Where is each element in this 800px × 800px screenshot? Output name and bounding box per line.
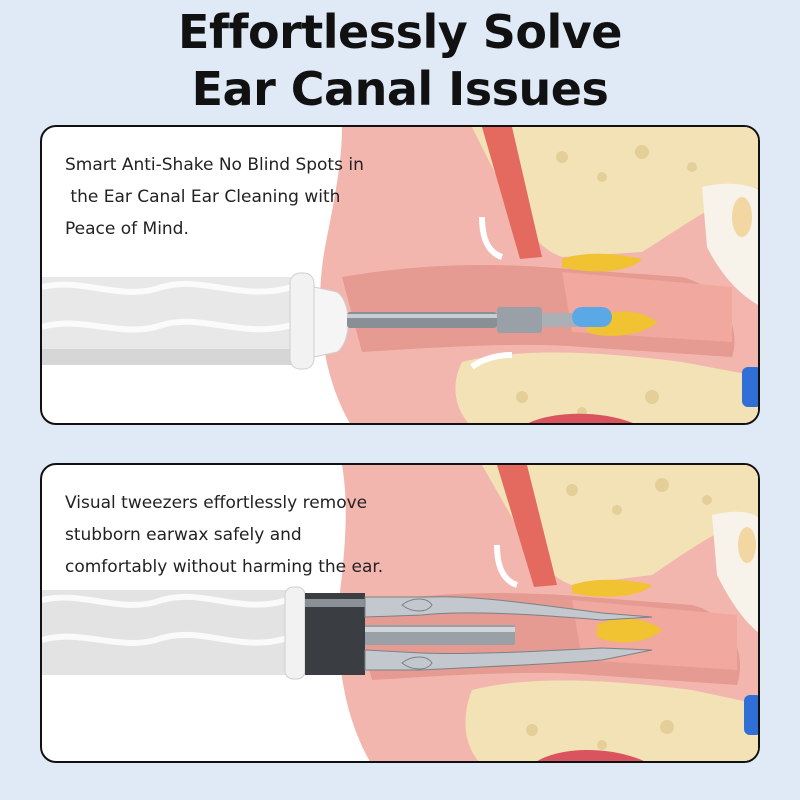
caption-line-3: Peace of Mind. xyxy=(65,219,189,239)
panel-caption: Smart Anti-Shake No Blind Spots in the E… xyxy=(65,149,364,245)
ear-canal-tweezers-illustration xyxy=(42,465,758,761)
headline-line-2: Ear Canal Issues xyxy=(191,62,609,116)
feature-panel-anti-shake: Smart Anti-Shake No Blind Spots in the E… xyxy=(40,125,760,425)
caption-line-1: Visual tweezers effortlessly remove xyxy=(65,493,368,513)
headline: Effortlessly Solve Ear Canal Issues xyxy=(0,4,800,118)
feature-panel-tweezers: Visual tweezers effortlessly remove stub… xyxy=(40,463,760,763)
ear-canal-scoop-illustration xyxy=(42,127,758,423)
headline-line-1: Effortlessly Solve xyxy=(178,5,622,59)
panel-caption: Visual tweezers effortlessly remove stub… xyxy=(65,487,383,583)
caption-line-3: comfortably without harming the ear. xyxy=(65,557,384,577)
caption-line-1: Smart Anti-Shake No Blind Spots in xyxy=(65,155,364,175)
caption-line-2: stubborn earwax safely and xyxy=(65,525,302,545)
caption-line-2: the Ear Canal Ear Cleaning with xyxy=(65,187,341,207)
